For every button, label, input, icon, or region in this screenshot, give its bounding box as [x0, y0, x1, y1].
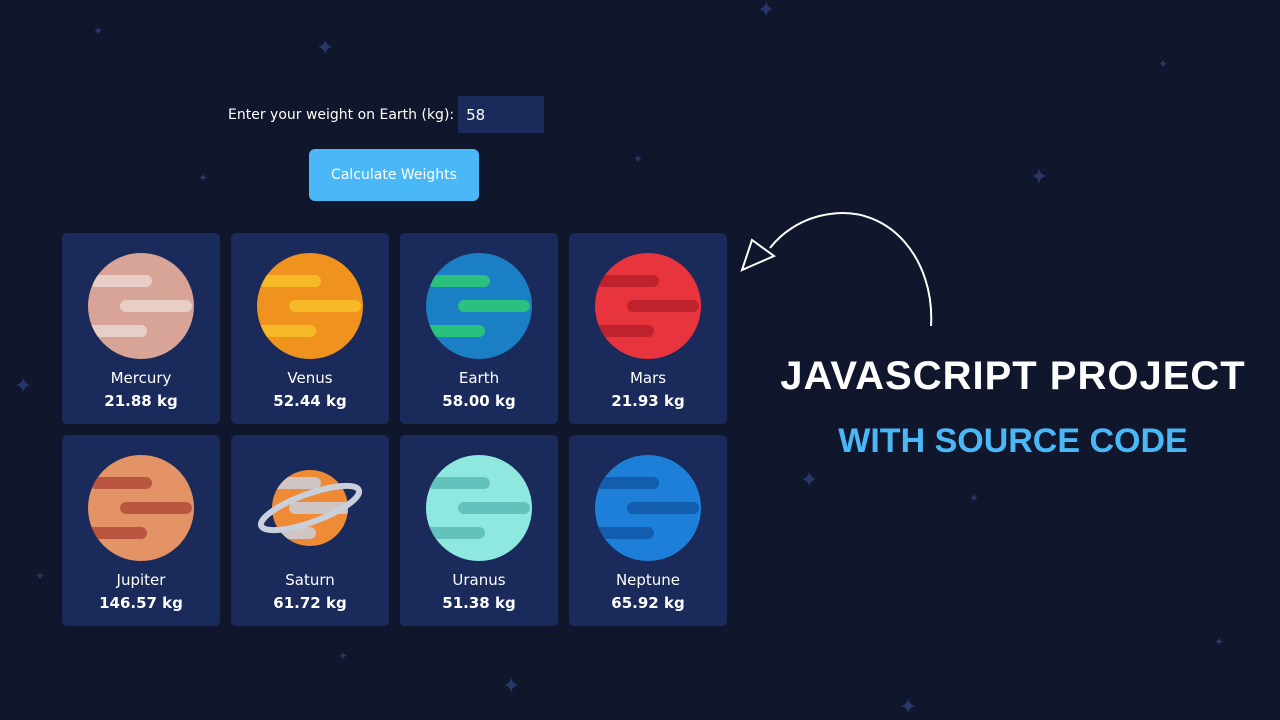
uranus-planet-icon	[426, 455, 532, 561]
star-icon: ✦	[338, 649, 349, 663]
planet-card-uranus: Uranus 51.38 kg	[400, 435, 558, 626]
star-icon: ✦	[35, 569, 46, 583]
planet-weight: 65.92 kg	[611, 594, 685, 612]
planet-name: Earth	[458, 369, 500, 387]
planet-weight: 58.00 kg	[442, 392, 516, 410]
star-icon: ✦	[757, 0, 776, 23]
planet-card-earth: Earth 58.00 kg	[400, 233, 558, 424]
planet-card-jupiter: Jupiter 146.57 kg	[62, 435, 220, 626]
neptune-planet-icon	[595, 455, 701, 561]
jupiter-planet-icon	[88, 455, 194, 561]
banner-subtitle: WITH SOURCE CODE	[838, 422, 1188, 460]
planet-name: Saturn	[285, 571, 335, 589]
star-icon: ✦	[800, 468, 819, 493]
curved-arrow-icon	[740, 212, 933, 327]
planet-name: Neptune	[615, 571, 681, 589]
planet-name: Mars	[629, 369, 667, 387]
star-icon: ✦	[316, 36, 335, 61]
star-icon: ✦	[14, 374, 33, 399]
mercury-planet-icon	[88, 253, 194, 359]
planet-weight: 146.57 kg	[99, 594, 183, 612]
star-icon: ✦	[1214, 635, 1225, 649]
planet-name: Venus	[287, 369, 333, 387]
planet-card-mars: Mars 21.93 kg	[569, 233, 727, 424]
weight-input[interactable]	[458, 96, 545, 133]
mars-planet-icon	[595, 253, 701, 359]
star-icon: ✦	[899, 695, 918, 720]
planet-name: Mercury	[110, 369, 172, 387]
star-icon: ✦	[969, 491, 980, 505]
planet-weight: 52.44 kg	[273, 392, 347, 410]
earth-planet-icon	[426, 253, 532, 359]
planet-weight: 21.93 kg	[611, 392, 685, 410]
weight-label: Enter your weight on Earth (kg):	[228, 106, 455, 123]
star-icon: ✦	[198, 171, 209, 185]
banner-title: JAVASCRIPT PROJECT	[780, 354, 1246, 398]
planet-card-venus: Venus 52.44 kg	[231, 233, 389, 424]
planet-weight: 61.72 kg	[273, 594, 347, 612]
planet-card-saturn: Saturn 61.72 kg	[231, 435, 389, 626]
planet-card-neptune: Neptune 65.92 kg	[569, 435, 727, 626]
calculate-weights-button[interactable]: Calculate Weights	[309, 149, 479, 201]
star-icon: ✦	[633, 152, 644, 166]
weight-form: Enter your weight on Earth (kg):	[228, 96, 545, 133]
planet-name: Uranus	[452, 571, 506, 589]
star-icon: ✦	[1030, 165, 1049, 190]
star-icon: ✦	[502, 674, 521, 699]
planet-grid: Mercury 21.88 kg Venus 52.44 kg Earth	[62, 233, 727, 626]
star-icon: ✦	[1158, 57, 1169, 71]
planet-weight: 51.38 kg	[442, 594, 516, 612]
saturn-planet-icon	[257, 470, 363, 546]
planet-weight: 21.88 kg	[104, 392, 178, 410]
venus-planet-icon	[257, 253, 363, 359]
planet-name: Jupiter	[116, 571, 166, 589]
star-icon: ✦	[93, 24, 104, 38]
planet-card-mercury: Mercury 21.88 kg	[62, 233, 220, 424]
